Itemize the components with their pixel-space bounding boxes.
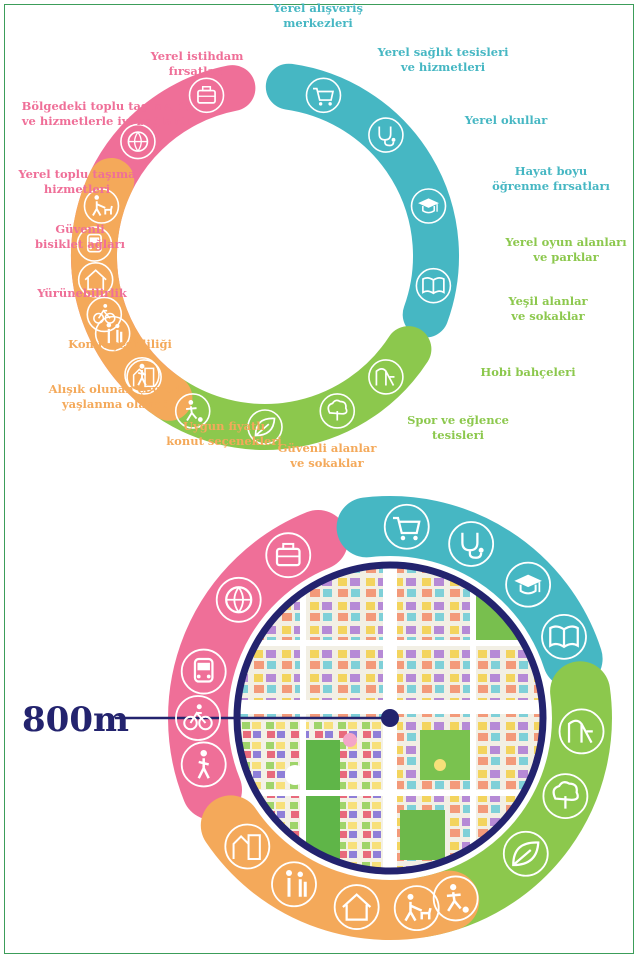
- pedestrian-icon: [197, 749, 210, 779]
- globe-icon-badge: [120, 123, 156, 160]
- pink-ring-segment: [168, 510, 349, 820]
- elderly-couple-icon-badge: [94, 315, 131, 352]
- shopping-cart-icon: [313, 87, 335, 106]
- graduation-cap-icon: [418, 198, 439, 214]
- globe-icon: [225, 586, 253, 614]
- soccer-player-icon-badge: [432, 875, 479, 922]
- leaf-icon: [254, 417, 276, 437]
- graduation-cap-icon-badge: [505, 561, 552, 608]
- bicycle-icon-badge: [86, 296, 123, 333]
- pedestrian-icon-badge: [124, 356, 160, 393]
- leaf-icon: [512, 841, 540, 867]
- stethoscope-icon: [378, 126, 396, 147]
- graduation-cap-icon: [514, 574, 542, 595]
- leaf-icon-badge: [502, 830, 549, 877]
- teal-label-2: Yerel okullar: [464, 113, 548, 127]
- green-label-2: Hobi bahçeleri: [480, 365, 576, 379]
- globe-icon-badge: [215, 576, 262, 623]
- bottom-ring-icons: [175, 503, 605, 932]
- housing-mix-icon: [232, 834, 261, 860]
- dog-walker-icon: [404, 893, 432, 922]
- housing-mix-icon: [132, 367, 155, 388]
- dog-walker-icon-badge: [83, 188, 120, 224]
- city-map: [115, 561, 547, 875]
- book-icon: [549, 625, 579, 649]
- playground-icon: [375, 367, 395, 386]
- soccer-player-icon: [185, 400, 203, 422]
- briefcase-icon: [275, 542, 301, 567]
- house-icon: [342, 893, 372, 921]
- dog-walker-icon-badge: [393, 885, 440, 932]
- top-ring-icons: [76, 77, 452, 445]
- stethoscope-icon-badge: [368, 117, 404, 153]
- teal-ring-segment: [336, 495, 603, 689]
- book-icon-badge: [415, 267, 452, 304]
- briefcase-icon-badge: [188, 77, 225, 114]
- playground-icon: [567, 719, 593, 744]
- house-icon-badge: [77, 261, 114, 298]
- pedestrian-icon-badge: [180, 741, 227, 788]
- stethoscope-icon-badge: [448, 521, 495, 567]
- housing-mix-icon-badge: [224, 823, 271, 870]
- scale-label: 800m: [22, 700, 129, 740]
- elderly-couple-icon: [286, 870, 307, 897]
- soccer-player-icon: [446, 884, 469, 913]
- shopping-cart-icon-badge: [383, 503, 430, 550]
- housing-mix-icon-badge: [126, 359, 162, 395]
- stethoscope-icon: [461, 532, 484, 559]
- tree-icon-badge: [319, 393, 356, 429]
- orange-label-0: Konut çeşitliliği: [68, 337, 172, 351]
- bus-icon-badge: [76, 226, 113, 262]
- globe-icon: [127, 131, 149, 152]
- elderly-couple-icon-badge: [271, 861, 317, 908]
- house-icon: [84, 269, 107, 291]
- elderly-couple-icon: [106, 322, 123, 344]
- teal-arc: [265, 63, 459, 338]
- leaf-icon-badge: [247, 409, 283, 445]
- tree-icon-badge: [542, 773, 589, 819]
- green-arc: [139, 326, 432, 450]
- book-icon: [422, 276, 445, 295]
- briefcase-icon: [197, 86, 216, 104]
- dog-walker-icon: [92, 195, 113, 216]
- bicycle-icon-badge: [175, 695, 221, 741]
- graduation-cap-icon-badge: [410, 188, 447, 224]
- bus-icon: [193, 657, 214, 683]
- briefcase-icon-badge: [265, 532, 312, 579]
- page-border: [4, 4, 634, 954]
- bicycle-icon: [183, 704, 213, 731]
- book-icon-badge: [541, 613, 587, 660]
- soccer-player-icon-badge: [174, 393, 211, 429]
- shopping-cart-icon-badge: [305, 77, 342, 114]
- shopping-cart-icon: [392, 516, 421, 541]
- playground-icon-badge: [368, 359, 404, 395]
- house-icon-badge: [333, 884, 380, 930]
- playground-icon-badge: [558, 708, 605, 755]
- bus-icon: [86, 233, 102, 253]
- bus-icon-badge: [180, 648, 227, 695]
- pink-label-4: Yürünebilirlik: [36, 286, 128, 300]
- tree-icon: [327, 399, 348, 421]
- tree-icon: [552, 781, 579, 809]
